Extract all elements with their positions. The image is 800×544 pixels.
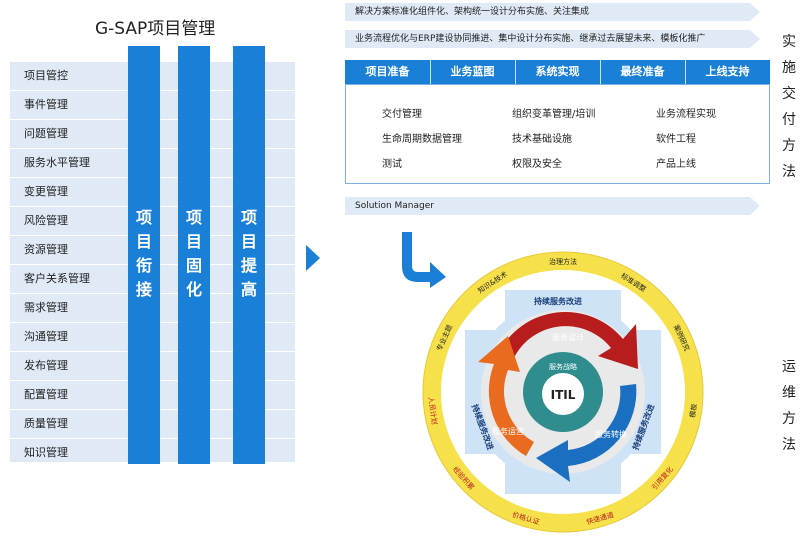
service-design-arrow <box>498 311 638 369</box>
list-item: 沟通管理 <box>24 330 68 343</box>
task-item: 权限及安全 <box>512 159 562 170</box>
phase-header: 项目准备 业务蓝图 系统实现 最终准备 上线支持 <box>345 60 770 84</box>
task-item: 组织变革管理/培训 <box>512 109 596 120</box>
task-item: 业务流程实现 <box>656 109 716 120</box>
list-item: 变更管理 <box>24 185 68 198</box>
strategy-label: 服务战略 <box>549 362 577 371</box>
outer-ring-label: 治理方法 <box>549 257 577 266</box>
itil-label: ITIL <box>551 388 576 402</box>
list-item: 发布管理 <box>24 359 68 372</box>
improvement-label-top: 持续服务改进 <box>534 296 582 306</box>
phase-bar-label: 项目衔接 <box>135 208 152 299</box>
task-item: 软件工程 <box>656 134 696 145</box>
task-item: 测试 <box>382 159 402 170</box>
task-box: 交付管理 组织变革管理/培训 业务流程实现 生命周期数据管理 技术基础设施 软件… <box>345 84 770 184</box>
list-item: 服务水平管理 <box>24 156 90 169</box>
banner-principles: 解决方案标准化组件化、架构统一设计分布实施、关注集成 <box>345 3 760 21</box>
design-label: 服务设计 <box>552 332 584 342</box>
phase-bar-label: 项目提高 <box>240 208 257 299</box>
task-item: 生命周期数据管理 <box>382 134 462 145</box>
phase-bar-improve: 项目提高 <box>233 46 265 464</box>
side-label-operations: 运维方法 <box>782 359 796 453</box>
list-item: 需求管理 <box>24 301 68 314</box>
list-item: 事件管理 <box>24 98 68 111</box>
list-item: 质量管理 <box>24 417 68 430</box>
phase-item: 上线支持 <box>705 65 750 78</box>
list-item: 知识管理 <box>24 446 68 459</box>
phase-item: 系统实现 <box>535 65 580 78</box>
list-item: 风险管理 <box>24 214 68 227</box>
itil-core <box>540 371 586 417</box>
outer-ring-label: 人员计划 <box>426 396 439 425</box>
banner-process: 业务流程优化与ERP建设协同推进、集中设计分布实施、继承过去展望未来、模板化推广 <box>345 30 760 48</box>
gsap-title: G-SAP项目管理 <box>95 19 216 39</box>
service-transition-arrow <box>536 384 637 482</box>
operation-label: 服务运营 <box>492 426 524 436</box>
phase-bar-connect: 项目衔接 <box>128 46 160 464</box>
phase-item: 项目准备 <box>365 65 410 78</box>
arrow-down-right-icon <box>402 232 446 288</box>
list-item: 配置管理 <box>24 388 68 401</box>
phase-item: 业务蓝图 <box>450 65 495 78</box>
task-item: 交付管理 <box>382 109 422 120</box>
list-item: 问题管理 <box>24 127 68 140</box>
chevron-right-icon <box>306 245 320 271</box>
banner-solution-manager: Solution Manager <box>345 197 760 215</box>
side-label-delivery: 实施交付方法 <box>782 34 796 180</box>
task-item: 技术基础设施 <box>512 134 572 145</box>
service-operation-arrow <box>478 336 534 456</box>
outer-ring-label: 模板 <box>688 403 699 418</box>
phase-bar-label: 项目固化 <box>185 208 202 299</box>
phase-bar-solidify: 项目固化 <box>178 46 210 464</box>
task-item: 产品上线 <box>656 159 696 170</box>
itil-cycle-diagram: ITIL 服务战略 服务设计 服务运营 服务转换 持续服务改进 持续服务改进 持… <box>422 251 704 533</box>
list-item: 客户关系管理 <box>24 272 90 285</box>
transition-label: 服务转换 <box>595 429 627 439</box>
list-item: 资源管理 <box>24 243 68 256</box>
phase-item: 最终准备 <box>620 65 665 78</box>
list-item: 项目管控 <box>24 69 68 82</box>
